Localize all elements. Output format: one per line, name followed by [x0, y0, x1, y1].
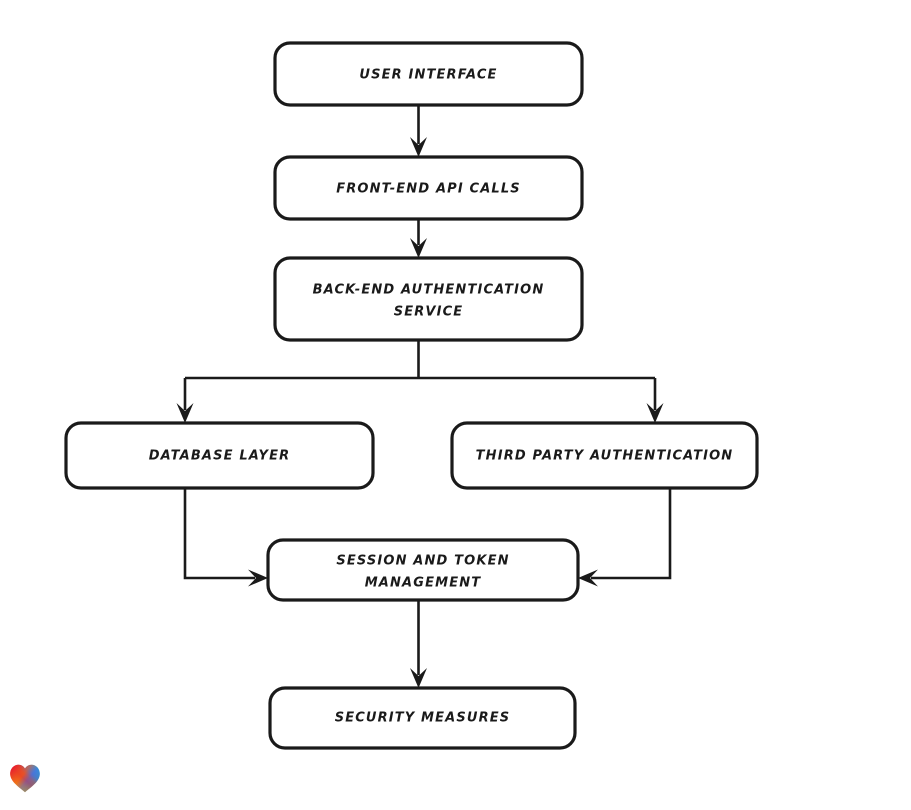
node-front-end-api-calls[interactable]: FRONT-END API CALLS	[273, 155, 584, 221]
edge-back-end-authentication-service-to-database-layer	[176, 378, 194, 423]
node-user-interface-shape[interactable]	[273, 41, 584, 107]
edge-back-end-authentication-service-split	[185, 340, 655, 380]
node-front-end-api-calls-shape[interactable]	[273, 155, 584, 221]
node-user-interface-label: USER INTERFACE	[359, 68, 497, 83]
heart-icon-overlay	[10, 764, 40, 793]
node-security-measures-shape[interactable]	[268, 686, 577, 750]
edge-session-and-token-management-to-security-measures	[410, 600, 427, 688]
node-back-end-authentication-service-label-line-1: BACK-END AUTHENTICATION	[313, 283, 545, 298]
edge-back-end-authentication-service-to-third-party-authentication	[646, 378, 664, 423]
node-session-and-token-management-label-line-2: MANAGEMENT	[365, 576, 482, 591]
edge-database-layer-to-session-and-token-management	[183, 488, 268, 587]
node-third-party-authentication-shape[interactable]	[450, 421, 759, 490]
edge-user-interface-to-front-end-api-calls	[410, 105, 427, 157]
node-database-layer-shape[interactable]	[64, 421, 375, 490]
node-session-and-token-management-shape[interactable]	[266, 538, 580, 602]
node-session-and-token-management-label-line-1: SESSION AND TOKEN	[336, 554, 509, 569]
edge-front-end-api-calls-to-back-end-authentication-service	[410, 219, 427, 258]
node-security-measures[interactable]: SECURITY MEASURES	[268, 686, 577, 750]
edge-third-party-authentication-to-session-and-token-management	[578, 488, 672, 587]
node-front-end-api-calls-label: FRONT-END API CALLS	[336, 182, 521, 197]
node-database-layer[interactable]: DATABASE LAYER	[64, 421, 375, 490]
heart-icon	[10, 764, 40, 793]
connector-layer	[176, 105, 672, 688]
node-database-layer-label: DATABASE LAYER	[149, 449, 291, 464]
node-third-party-authentication[interactable]: THIRD PARTY AUTHENTICATION	[450, 421, 759, 490]
node-third-party-authentication-label: THIRD PARTY AUTHENTICATION	[476, 449, 734, 464]
node-back-end-authentication-service-shape[interactable]	[273, 256, 584, 342]
node-back-end-authentication-service-label-line-2: SERVICE	[394, 305, 464, 320]
node-session-and-token-management[interactable]: SESSION AND TOKEN MANAGEMENT	[266, 538, 580, 602]
node-back-end-authentication-service[interactable]: BACK-END AUTHENTICATION SERVICE	[273, 256, 584, 342]
node-user-interface[interactable]: USER INTERFACE	[273, 41, 584, 107]
node-layer: USER INTERFACE FRONT-END API CALLS BACK-…	[64, 41, 759, 750]
node-security-measures-label: SECURITY MEASURES	[335, 711, 511, 726]
